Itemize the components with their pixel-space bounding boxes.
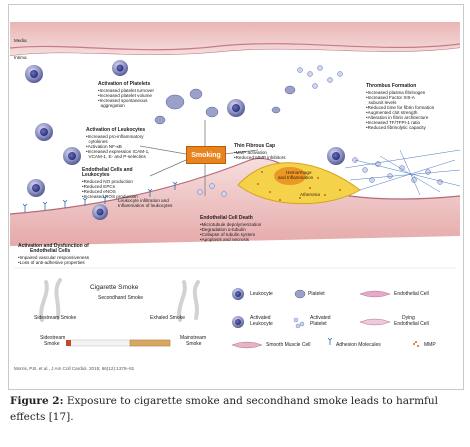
legend-activated-leukocyte2: Leukocyte — [250, 321, 273, 327]
caption-label: Figure 2: — [10, 395, 64, 407]
endothelial-leukocytes-item: •Increased ROS production — [82, 194, 138, 199]
vessel-wall-top — [10, 22, 460, 56]
smoke-wisps — [39, 278, 200, 322]
sidestream-label: Sidestream Smoke — [34, 315, 77, 321]
endothelium-bottom — [9, 157, 461, 215]
intima-line-top — [9, 43, 461, 51]
endothelial-leukocytes-item: •Reduced EPCs — [82, 184, 116, 189]
endothelial-leukocytes-title: Endothelial Cells and — [82, 167, 133, 173]
intima-label: Intima — [14, 55, 27, 60]
mmp-dots — [257, 171, 341, 201]
legend-activated-leukocyte: Activated — [250, 315, 271, 321]
smoking-box: Smoking — [186, 146, 226, 164]
thin-cap-item: •Reduced MMP inhibitors — [234, 155, 286, 160]
legend-activated-platelet: Activated — [310, 315, 331, 321]
leukocytes-activation-item: cytokines — [86, 139, 108, 144]
dysfunction-item: •Loss of anti-adhesive properties — [18, 260, 85, 265]
hemorrhage-label2: and Inflammation — [278, 175, 314, 180]
leukocytes-activation-item: VCAM-1, E- and P-selectins — [86, 154, 146, 159]
mainstream2-label: Smoke — [186, 341, 202, 347]
platelets-activation-item: •Increased platelet volume — [98, 93, 152, 98]
caption-text: Exposure to cigarette smoke and secondha… — [10, 395, 439, 424]
leukocytes-activation-item: •Increased expression ICAM-1, — [86, 149, 150, 154]
platelets-activation-item: •Increased platelet turnover — [98, 88, 154, 93]
thrombus-item: •Increased TF/TFPI-1 ratio — [366, 120, 421, 125]
citation: Morris, P.B. et al., J Am Coll Cardiol. … — [14, 366, 135, 371]
legend-dying-endothelial: Dying — [402, 315, 415, 321]
endothelial-leukocytes-item: •Reduced eNOS — [82, 189, 116, 194]
smoking-arrows — [139, 120, 259, 196]
platelets-activation-item: aggregation — [98, 103, 125, 108]
thrombus-item: •Increased plasma fibrinogen — [366, 90, 426, 95]
vessel-lumen — [10, 48, 460, 214]
legend-dying-endothelial2: Endothelial Cell — [394, 321, 429, 327]
thin-cap-item: •MMP activation — [234, 150, 267, 155]
thin-cap-title: Thin Fibrous Cap — [234, 143, 276, 149]
smoke-title: Cigarette Smoke — [90, 284, 139, 291]
thrombus-item: •Reduced time for fibrin formation — [366, 105, 435, 110]
legend-icons — [231, 288, 419, 349]
endothelial-death-item: •Degradation α-tubulin — [200, 227, 246, 232]
legend-activated-platelet2: Platelet — [310, 321, 327, 327]
leukocytes-activation-item: •Activation NF-κB — [86, 144, 122, 149]
mainstream-label: Mainstream — [180, 335, 207, 341]
infiltration-label: Leukocyte infiltration and — [118, 198, 169, 203]
infiltration-label2: Inflammation of leukocytes — [118, 203, 173, 208]
legend-leukocyte: Leukocyte — [250, 291, 273, 297]
platelets-activation-title: Activation of Platelets — [98, 81, 151, 87]
secondhand-label: Secondhand Smoke — [98, 295, 144, 301]
sidestream2b-label: Smoke — [44, 341, 60, 347]
thrombus-title: Thrombus Formation — [366, 83, 417, 89]
atheroma-label: Atheroma — [300, 192, 320, 197]
exhaled-label: Exhaled Smoke — [150, 315, 186, 321]
sidestream2-label: Sidestream — [40, 335, 66, 341]
thrombus-item: •Augmented clot strength — [366, 110, 418, 115]
endothelial-death-item: •Collapse of tubulin system — [200, 232, 256, 237]
media-label: Media — [14, 38, 27, 43]
leukocytes-activation-title: Activation of Leukocytes — [86, 127, 146, 133]
thrombus-item: •Reduced fibrinolytic capacity — [366, 125, 426, 130]
leukocytes-activation-item: •Increased pro-inflammatory — [86, 134, 144, 139]
thrombus-item: •Alteration in fibrin architecture — [366, 115, 429, 120]
thrombus-item: subunit levels — [366, 100, 397, 105]
legend-platelet: Platelet — [308, 291, 325, 297]
endothelial-leukocytes-item: •Reduced NO production — [82, 179, 133, 184]
endothelial-death-title: Endothelial Cell Death — [200, 215, 253, 221]
endothelial-death-item: •Microtubule depolymerization — [200, 222, 262, 227]
leukocyte-cells — [25, 60, 345, 220]
legend-endothelial-cell: Endothelial Cell — [394, 291, 429, 297]
hemorrhage-area — [274, 167, 306, 185]
platelet-cells — [154, 85, 296, 125]
vessel-wall-bottom — [10, 158, 460, 246]
legend-smooth-muscle: Smooth Muscle Cell — [266, 342, 311, 348]
adhesion-molecules — [22, 181, 178, 212]
hemorrhage-label: Hemorrhage — [286, 170, 312, 175]
dysfunction-title2: Endothelial Cells — [30, 248, 71, 254]
thrombus-item: •Increased Factor XIII-A — [366, 95, 415, 100]
dysfunction-item: •Impaired vascular responsiveness — [18, 255, 90, 260]
cigarette-ember — [66, 340, 71, 346]
dysfunction-title: Activation and Dysfunction of — [18, 243, 89, 249]
endothelial-leukocytes-title2: Leukocytes — [82, 172, 110, 178]
platelets-activation-item: •Increased spontaneous — [98, 98, 148, 103]
figure-caption: Figure 2: Exposure to cigarette smoke an… — [10, 393, 462, 426]
fibrin-network — [344, 149, 461, 196]
endothelial-death-item: •Apoptosis and necrosis — [200, 237, 250, 242]
legend-adhesion: Adhesion Molecules — [336, 342, 381, 348]
cigarette-filter — [129, 339, 171, 347]
legend-mmp: MMP — [424, 342, 436, 348]
